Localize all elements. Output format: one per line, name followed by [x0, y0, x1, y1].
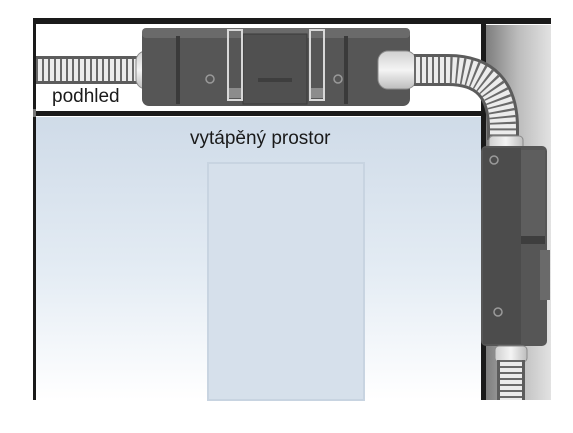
suspended-ceiling-line	[33, 111, 485, 116]
flexible-duct-lower	[497, 360, 525, 400]
duct-connector-wall-bottom	[494, 345, 528, 363]
flexible-duct-left	[36, 56, 139, 84]
label-heated-space: vytápěný prostor	[190, 128, 331, 149]
label-ceiling-space: podhled	[52, 86, 120, 107]
ceiling-edge-mark	[33, 109, 36, 117]
door	[207, 162, 365, 401]
flexible-duct-right	[414, 54, 519, 140]
roof-slab-line	[33, 18, 551, 24]
duct-connector-right	[377, 50, 417, 90]
left-wall-line	[33, 18, 36, 400]
ceiling-ventilation-unit	[142, 28, 410, 106]
wall-ventilation-unit	[481, 146, 550, 346]
